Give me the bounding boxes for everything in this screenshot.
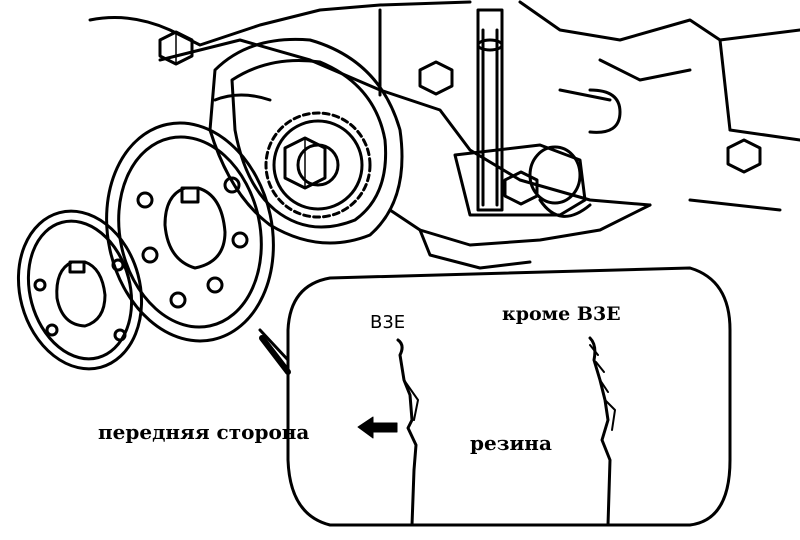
profile-b3e xyxy=(396,338,419,527)
engine-block xyxy=(88,0,800,270)
sprocket xyxy=(264,111,372,219)
profile-non-b3e xyxy=(588,336,616,527)
sprocket-bolt xyxy=(283,136,327,190)
hex-bolt-bracket xyxy=(503,170,539,206)
detail-callout xyxy=(258,266,732,527)
label-rubber: резина xyxy=(470,431,552,455)
gear-housing xyxy=(208,37,404,245)
hex-bolt-right xyxy=(726,138,762,174)
front-arrow-icon xyxy=(357,416,398,439)
label-b3e: B3E xyxy=(370,312,405,333)
hex-bolt-center xyxy=(418,60,454,96)
thin-washer xyxy=(16,209,144,371)
vertical-rod xyxy=(476,8,504,212)
hex-bolt-top-left xyxy=(158,30,194,66)
seal-plate xyxy=(105,121,275,343)
label-front-side: передняя сторона xyxy=(98,420,309,444)
label-non-b3e: кроме B3E xyxy=(502,303,621,325)
